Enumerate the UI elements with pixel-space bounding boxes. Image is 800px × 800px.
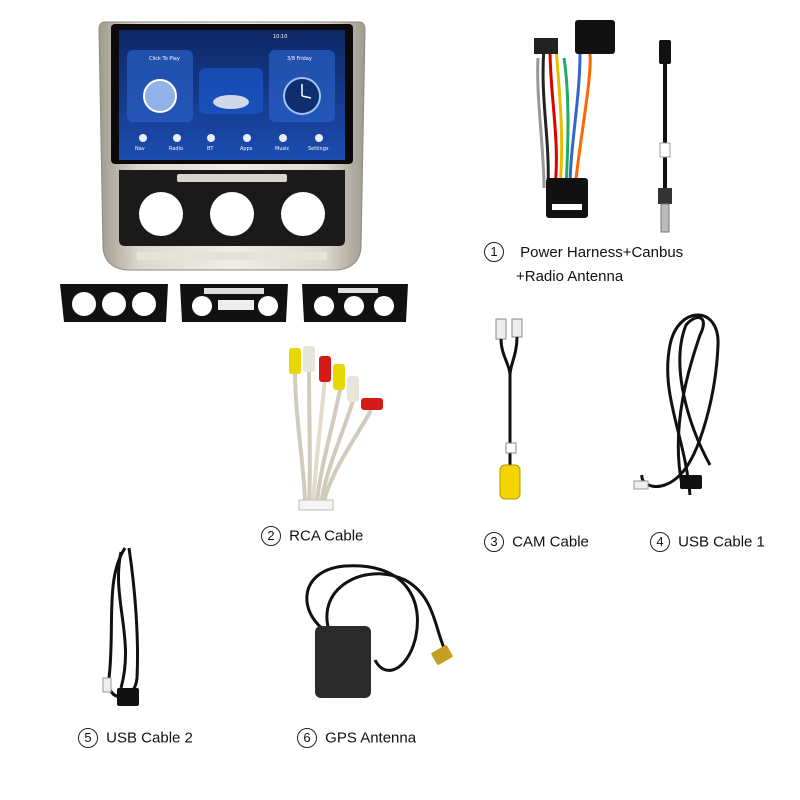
head-unit: 10:10 Click To Play 3/8 Friday Nav Radio… (97, 18, 367, 273)
usb-cable-2-image (95, 538, 155, 713)
caption-item-1: 1 Power Harness+Canbus (484, 242, 683, 262)
usb-cable-1-image (630, 305, 730, 505)
caption-item-2: 2 RCA Cable (261, 526, 363, 546)
dock-radio: Radio (169, 146, 184, 152)
dock-bt: BT (207, 146, 214, 152)
number-badge-5: 5 (78, 728, 98, 748)
caption-label-4: USB Cable 1 (678, 533, 765, 551)
dock-settings: Settings (308, 146, 329, 152)
bezel-panel-3 (302, 284, 408, 322)
caption-item-5: 5 USB Cable 2 (78, 728, 193, 748)
caption-item-3: 3 CAM Cable (484, 532, 589, 552)
caption-label-2: RCA Cable (289, 527, 364, 545)
dock-music: Music (275, 146, 290, 152)
number-badge-2: 2 (261, 526, 281, 546)
bezel-panels (58, 282, 410, 324)
dock-nav: Nav (135, 146, 145, 152)
music-widget-label: Click To Play (149, 56, 180, 62)
caption-item-1-line2: +Radio Antenna (516, 268, 624, 285)
number-badge-1: 1 (484, 242, 504, 262)
number-badge-6: 6 (297, 728, 317, 748)
dock-apps: Apps (240, 146, 253, 152)
caption-label-6: GPS Antenna (325, 729, 417, 747)
power-harness-image (520, 18, 620, 223)
date-widget-label: 3/8 Friday (287, 56, 312, 62)
bezel-panel-2 (180, 284, 288, 322)
caption-item-6: 6 GPS Antenna (297, 728, 416, 748)
gps-antenna-image (285, 560, 465, 705)
caption-label-1: Power Harness+Canbus (520, 243, 684, 261)
radio-antenna-image (650, 38, 680, 238)
rca-cable-image (275, 340, 395, 520)
bezel-panel-1 (60, 284, 168, 322)
caption-label-5: USB Cable 2 (106, 729, 193, 747)
number-badge-4: 4 (650, 532, 670, 552)
caption-item-4: 4 USB Cable 1 (650, 532, 765, 552)
number-badge-3: 3 (484, 532, 504, 552)
caption-label-3: CAM Cable (512, 533, 589, 551)
status-time: 10:10 (273, 34, 288, 40)
cam-cable-image (488, 315, 538, 505)
head-unit-frame (98, 21, 366, 271)
